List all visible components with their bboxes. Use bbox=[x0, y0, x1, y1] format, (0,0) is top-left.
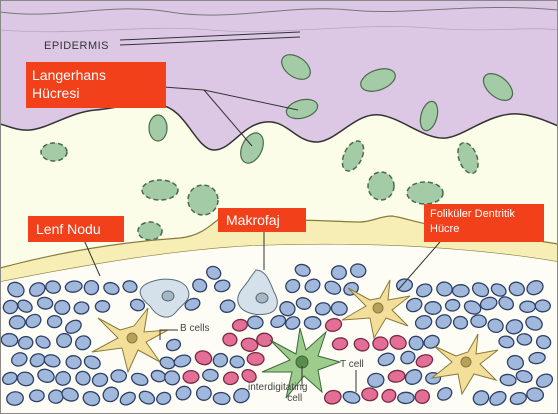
lymphocyte bbox=[66, 355, 82, 369]
lymphocyte bbox=[247, 316, 263, 329]
follicular-label-line2: Hücre bbox=[430, 222, 538, 237]
migrating-cell bbox=[138, 222, 162, 240]
lymphocyte bbox=[47, 315, 62, 328]
lymphocyte bbox=[84, 280, 99, 295]
b-cells-label: B cells bbox=[180, 323, 209, 334]
lymphocyte bbox=[304, 317, 321, 330]
lymphocyte bbox=[29, 390, 44, 403]
follicular-label-line1: Foliküler Dentritik bbox=[430, 207, 538, 222]
lymphocyte bbox=[111, 370, 127, 383]
lymphocyte bbox=[520, 301, 536, 313]
langerhans-label-line2: Hücresi bbox=[32, 84, 160, 102]
lymphocyte bbox=[202, 369, 218, 382]
lymphocyte bbox=[331, 266, 346, 280]
lymphocyte bbox=[9, 316, 25, 329]
migrating-cell bbox=[407, 182, 443, 204]
lymphocyte bbox=[398, 392, 415, 404]
migrating-cell bbox=[188, 185, 218, 215]
interdigitating-label-line2: cell bbox=[248, 393, 307, 404]
cell-nucleus bbox=[162, 291, 174, 301]
t-cell bbox=[183, 370, 199, 383]
cell-nucleus bbox=[127, 333, 137, 343]
cell-nucleus bbox=[373, 303, 383, 313]
langerhans-label-line1: Langerhans bbox=[32, 66, 160, 84]
cell-nucleus bbox=[461, 357, 471, 367]
lymphocyte bbox=[74, 301, 90, 314]
lymphocyte bbox=[95, 301, 109, 313]
lymphocyte bbox=[453, 285, 470, 297]
lymphocyte bbox=[535, 300, 550, 312]
langerhans-label: Langerhans Hücresi bbox=[26, 62, 166, 108]
migrating-cell bbox=[142, 180, 178, 200]
t-cell bbox=[247, 352, 264, 365]
interdigitating-label: interdigitating cell bbox=[248, 382, 307, 404]
migrating-cell bbox=[368, 172, 394, 200]
follicular-label: Foliküler Dentritik Hücre bbox=[424, 204, 544, 242]
lymphocyte bbox=[425, 301, 442, 314]
t-cell bbox=[372, 336, 388, 350]
cell-nucleus bbox=[256, 293, 268, 303]
langerhans-cell bbox=[149, 115, 167, 141]
lymphocyte bbox=[471, 315, 487, 328]
t-cell bbox=[361, 388, 377, 401]
macrophage-label: Makrofaj bbox=[218, 208, 306, 232]
lymph-node-label: Lenf Nodu bbox=[28, 216, 124, 242]
lymphocyte bbox=[517, 333, 532, 345]
epidermis-label: EPIDERMIS bbox=[44, 40, 109, 52]
migrating-cell bbox=[41, 143, 67, 161]
t-cell-label: T cell bbox=[340, 359, 364, 370]
interdigitating-label-line1: interdigitating bbox=[248, 382, 307, 393]
